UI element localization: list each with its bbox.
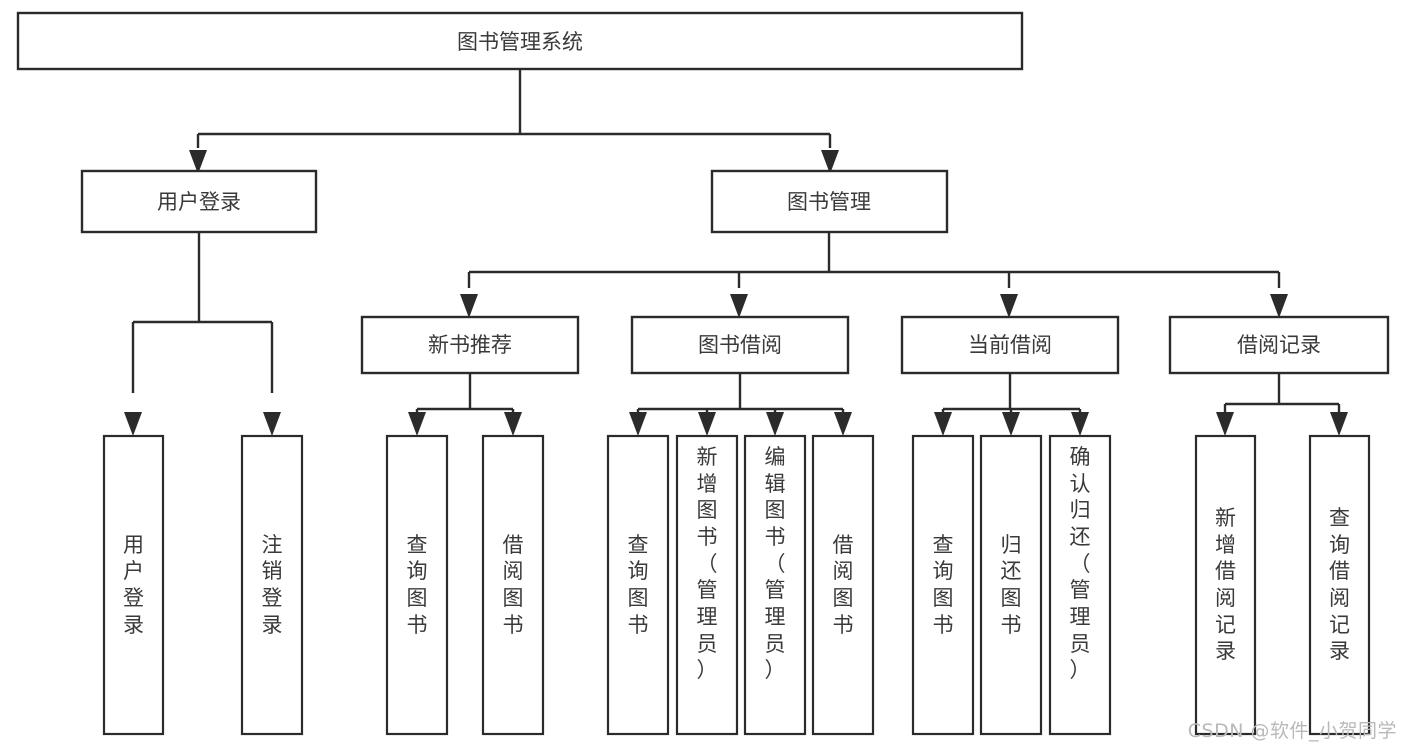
arrow-to-leaf-bb-1 bbox=[629, 412, 647, 436]
node-new-book[interactable]: 新书推荐 bbox=[360, 315, 580, 375]
node-book-manage-box bbox=[710, 169, 949, 234]
arrow-to-leaf-cb-2 bbox=[1002, 412, 1020, 436]
arrow-to-leaf-cb-3 bbox=[1071, 412, 1089, 436]
leaf-box-cb-return[interactable] bbox=[979, 434, 1043, 736]
node-new-book-box bbox=[360, 315, 580, 375]
node-current-borrow-label: 当前借阅 bbox=[968, 333, 1052, 357]
node-borrow-record-label: 借阅记录 bbox=[1237, 333, 1321, 357]
leaf-box-br-query[interactable] bbox=[1308, 434, 1371, 736]
node-root[interactable]: 图书管理系统 bbox=[16, 11, 1024, 71]
arrow-to-leaf-br-2 bbox=[1330, 412, 1348, 436]
node-borrow-book[interactable]: 图书借阅 bbox=[630, 315, 850, 375]
arrow-to-leaf-nb-1 bbox=[408, 412, 426, 436]
node-borrow-record[interactable]: 借阅记录 bbox=[1168, 315, 1390, 375]
csdn-watermark: CSDN @软件_小贺同学 bbox=[1187, 720, 1397, 742]
node-root-label: 图书管理系统 bbox=[457, 30, 583, 54]
leaf-box-bb-edit[interactable] bbox=[743, 434, 807, 736]
leaf-box-bb-borrow[interactable] bbox=[811, 434, 875, 736]
arrow-to-leaf-cb-1 bbox=[934, 412, 952, 436]
node-current-borrow[interactable]: 当前借阅 bbox=[900, 315, 1120, 375]
arrow-to-borrow-record bbox=[1270, 294, 1288, 318]
node-current-borrow-box bbox=[900, 315, 1120, 375]
node-user-login[interactable]: 用户登录 bbox=[80, 169, 318, 234]
arrow-to-leaf-logout bbox=[263, 412, 281, 436]
node-new-book-label: 新书推荐 bbox=[428, 333, 512, 357]
leaf-box-cb-query[interactable] bbox=[911, 434, 975, 736]
leaf-box-cb-confirm[interactable] bbox=[1048, 434, 1112, 736]
arrow-to-leaf-bb-2 bbox=[698, 412, 716, 436]
node-borrow-record-box bbox=[1168, 315, 1390, 375]
node-root-box bbox=[16, 11, 1024, 71]
arrow-to-leaf-user-login bbox=[124, 412, 142, 436]
leaf-box-user-login[interactable] bbox=[102, 434, 165, 736]
node-borrow-book-box bbox=[630, 315, 850, 375]
leaf-box-nb-borrow[interactable] bbox=[481, 434, 545, 736]
node-borrow-book-label: 图书借阅 bbox=[698, 333, 782, 357]
arrow-to-borrow-book bbox=[730, 294, 748, 318]
arrow-to-leaf-bb-3 bbox=[766, 412, 784, 436]
leaf-box-br-add[interactable] bbox=[1194, 434, 1257, 736]
leaf-box-bb-query[interactable] bbox=[606, 434, 670, 736]
arrow-to-leaf-nb-2 bbox=[504, 412, 522, 436]
leaf-box-bb-add[interactable] bbox=[675, 434, 739, 736]
arrow-to-new-book bbox=[460, 294, 478, 318]
node-user-login-label: 用户登录 bbox=[157, 190, 241, 214]
arrow-to-leaf-bb-4 bbox=[834, 412, 852, 436]
node-book-manage-label: 图书管理 bbox=[787, 190, 871, 214]
arrow-to-current-borrow bbox=[1000, 294, 1018, 318]
leaf-box-nb-query[interactable] bbox=[385, 434, 449, 736]
arrow-to-leaf-br-1 bbox=[1216, 412, 1234, 436]
leaf-box-logout[interactable] bbox=[240, 434, 304, 736]
node-book-manage[interactable]: 图书管理 bbox=[710, 169, 949, 234]
